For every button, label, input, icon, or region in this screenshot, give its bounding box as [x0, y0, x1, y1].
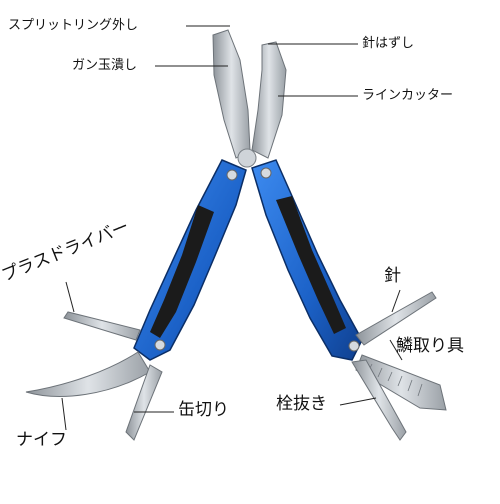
left-jaw — [212, 29, 251, 159]
screwdriver-tool — [63, 311, 141, 341]
hook-pick-tool — [355, 291, 437, 346]
can-opener-tool — [125, 364, 163, 441]
label-can-opener: 缶切り — [178, 400, 229, 420]
left-handle-grip — [150, 205, 214, 338]
left-rivet-top — [226, 169, 238, 181]
label-bottle-opener: 栓抜き — [276, 394, 327, 414]
right-handle-grip — [276, 196, 346, 334]
leader-lines — [61, 25, 403, 431]
label-shot-crusher: ガン玉潰し — [72, 58, 138, 73]
right-rivet-bottom — [348, 340, 360, 352]
label-knife: ナイフ — [16, 430, 67, 450]
scale-remover-teeth — [367, 363, 423, 397]
label-line-cutter: ラインカッター — [362, 88, 454, 103]
label-split-ring-remover: スプリットリング外し — [8, 18, 139, 33]
pivot-rivet — [237, 148, 257, 168]
label-scale-remover: 鱗取り具 — [396, 336, 464, 356]
label-hook-remover: 針はずし — [362, 36, 415, 51]
bottle-opener-tool — [351, 359, 407, 441]
knife-blade — [25, 351, 151, 397]
right-jaw — [251, 41, 287, 159]
right-rivet-top — [260, 167, 272, 179]
label-hook: 針 — [384, 266, 401, 286]
left-rivet-bottom — [154, 339, 166, 351]
